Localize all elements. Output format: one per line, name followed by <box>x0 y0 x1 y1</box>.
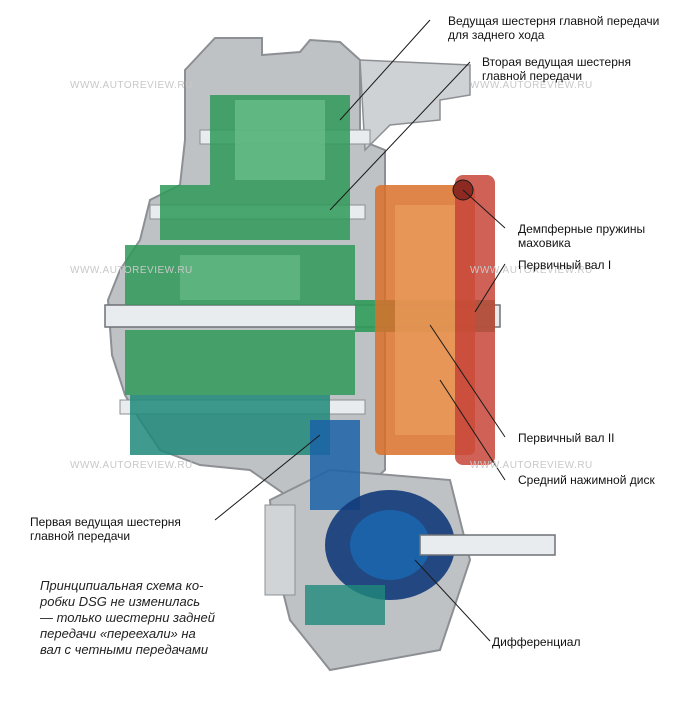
label-input-shaft-2: Первичный вал II <box>518 431 615 445</box>
output-shaft <box>419 534 556 556</box>
label-middle-disc: Средний нажимной диск <box>518 473 655 487</box>
leader-first-gear <box>214 434 321 521</box>
leader-second-gear <box>329 61 471 211</box>
differential-gears <box>350 510 430 580</box>
housing-top-rail <box>359 59 471 152</box>
leader-differential <box>414 559 491 642</box>
label-input-shaft-1: Первичный вал I <box>518 258 612 272</box>
gear-cluster-light <box>180 255 300 300</box>
gear-cluster-lower <box>125 330 355 395</box>
reverse-gear-highlight <box>235 100 325 180</box>
watermark: WWW.AUTOREVIEW.RU <box>470 265 593 276</box>
label-damper-springs: Демпферные пружины маховика <box>518 222 646 250</box>
leader-reverse-gear <box>339 19 431 121</box>
watermark: WWW.AUTOREVIEW.RU <box>70 460 193 471</box>
label-differential: Дифференциал <box>492 635 581 649</box>
watermark: WWW.AUTOREVIEW.RU <box>470 460 593 471</box>
label-first-gear: Первая ведущая шестерня главной передачи <box>30 515 181 543</box>
label-second-gear: Вторая ведущая шестерня главной передачи <box>482 55 631 83</box>
diff-lower-gear <box>305 585 385 625</box>
output-flange <box>264 504 296 596</box>
label-reverse-gear: Ведущая шестерня главной передачи для за… <box>448 14 660 42</box>
watermark: WWW.AUTOREVIEW.RU <box>70 80 193 91</box>
watermark: WWW.AUTOREVIEW.RU <box>470 80 593 91</box>
watermark: WWW.AUTOREVIEW.RU <box>70 265 193 276</box>
leader-damper-springs <box>462 189 506 229</box>
final-drive-gear <box>310 420 360 510</box>
leader-middle-disc <box>439 379 506 481</box>
clutch-inner <box>395 205 455 435</box>
leader-input-shaft-2 <box>429 324 506 438</box>
second-gear-block <box>160 185 350 240</box>
leader-input-shaft-1 <box>474 263 506 313</box>
flywheel <box>455 175 495 465</box>
first-gear-block <box>130 395 330 455</box>
diagram-caption: Принципиальная схема ко- робки DSG не из… <box>40 578 215 657</box>
